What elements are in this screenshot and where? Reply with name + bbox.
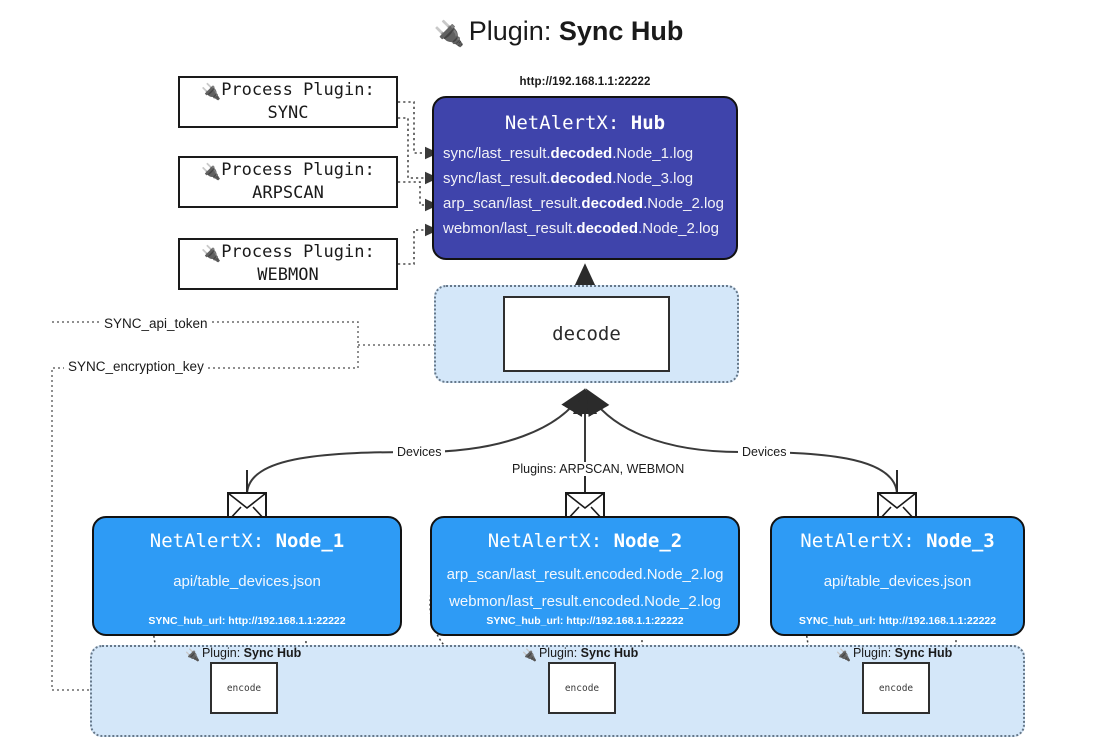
- process-plugin-arpscan-line2: ARPSCAN: [252, 183, 324, 204]
- sync-api-token-label: SYNC_api_token: [100, 316, 212, 331]
- plug-icon: 🔌: [185, 648, 200, 662]
- process-plugin-sync-line1: 🔌Process Plugin:: [201, 79, 375, 101]
- plug-icon: 🔌: [201, 243, 222, 263]
- plug-icon: 🔌: [201, 81, 222, 101]
- hub-box[interactable]: NetAlertX: Hub sync/last_result.decoded.…: [432, 96, 738, 260]
- node-row: webmon/last_result.encoded.Node_2.log: [449, 593, 721, 610]
- plug-icon: 🔌: [201, 161, 222, 181]
- process-plugin-webmon[interactable]: 🔌Process Plugin: WEBMON: [178, 238, 398, 290]
- node-row: api/table_devices.json: [173, 573, 321, 590]
- hub-url-label: http://192.168.1.1:22222: [519, 76, 651, 88]
- plug-icon: 🔌: [433, 20, 465, 48]
- process-plugin-arpscan[interactable]: 🔌Process Plugin: ARPSCAN: [178, 156, 398, 208]
- node-title: NetAlertX: Node_1: [149, 530, 345, 552]
- node-footer: SYNC_hub_url: http://192.168.1.1:22222: [486, 615, 684, 627]
- node-footer: SYNC_hub_url: http://192.168.1.1:22222: [148, 615, 346, 627]
- hub-log-row: webmon/last_result.decoded.Node_2.log: [443, 220, 719, 237]
- process-plugin-sync[interactable]: 🔌Process Plugin: SYNC: [178, 76, 398, 128]
- edge-label-plugins: Plugins: ARPSCAN, WEBMON: [508, 462, 689, 476]
- node-row: arp_scan/last_result.encoded.Node_2.log: [446, 566, 724, 583]
- page-title-name: Sync Hub: [558, 16, 684, 46]
- decode-box[interactable]: decode: [503, 296, 670, 372]
- encoder-label-1: 🔌Plugin: Sync Hub: [185, 646, 302, 662]
- encode-box-3[interactable]: encode: [862, 662, 930, 714]
- node-title: NetAlertX: Node_2: [487, 530, 683, 552]
- node-box-node-2[interactable]: NetAlertX: Node_2 arp_scan/last_result.e…: [430, 516, 740, 636]
- encode-box-2[interactable]: encode: [548, 662, 616, 714]
- node-row: api/table_devices.json: [823, 573, 972, 590]
- hub-title: NetAlertX: Hub: [504, 112, 666, 134]
- plug-icon: 🔌: [836, 648, 851, 662]
- edge-label-devices-right: Devices: [738, 445, 791, 459]
- hub-log-row: sync/last_result.decoded.Node_1.log: [443, 145, 694, 162]
- node-box-node-1[interactable]: NetAlertX: Node_1 api/table_devices.json…: [92, 516, 402, 636]
- encoder-label-2: 🔌Plugin: Sync Hub: [522, 646, 639, 662]
- node-title: NetAlertX: Node_3: [800, 530, 995, 552]
- sync-encryption-key-label: SYNC_encryption_key: [64, 359, 208, 374]
- encoder-label-3: 🔌Plugin: Sync Hub: [836, 646, 953, 662]
- page-title-prefix: Plugin:: [468, 16, 559, 46]
- process-plugin-arpscan-line1: 🔌Process Plugin:: [201, 159, 375, 181]
- page-title: 🔌Plugin: Sync Hub: [0, 16, 1117, 49]
- process-plugin-webmon-line1: 🔌Process Plugin:: [201, 241, 375, 263]
- process-plugin-webmon-line2: WEBMON: [257, 265, 319, 286]
- node-box-node-3[interactable]: NetAlertX: Node_3 api/table_devices.json…: [770, 516, 1025, 636]
- edge-label-devices-left: Devices: [393, 445, 446, 459]
- process-plugin-sync-line2: SYNC: [267, 103, 309, 124]
- hub-log-row: arp_scan/last_result.decoded.Node_2.log: [443, 195, 724, 212]
- node-footer: SYNC_hub_url: http://192.168.1.1:22222: [798, 615, 997, 627]
- hub-log-row: sync/last_result.decoded.Node_3.log: [443, 170, 694, 187]
- encode-box-1[interactable]: encode: [210, 662, 278, 714]
- plug-icon: 🔌: [522, 648, 537, 662]
